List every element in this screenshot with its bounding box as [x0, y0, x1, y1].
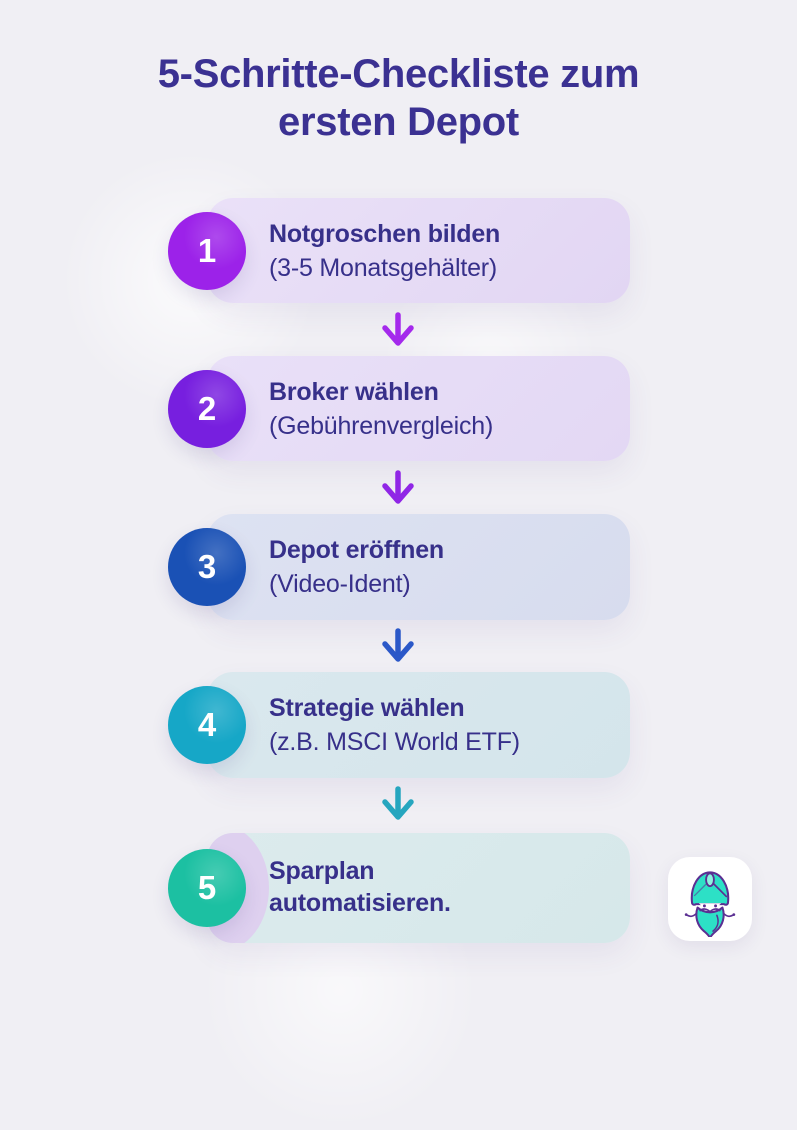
guru-logo: [668, 857, 752, 941]
step-number-badge: 5: [168, 849, 246, 927]
step-subtitle: (3-5 Monatsgehälter): [269, 253, 498, 282]
step-row-4: Strategie wählen (z.B. MSCI World ETF) 4: [168, 672, 630, 778]
guru-illustration: [684, 871, 736, 937]
step-number: 2: [197, 389, 217, 427]
step-card: Depot eröffnen (Video-Ident): [207, 514, 630, 620]
step-number-badge: 3: [168, 528, 246, 606]
down-arrow-icon: [378, 628, 418, 666]
step-title: Sparplan automatisieren.: [269, 857, 451, 917]
step-row-3: Depot eröffnen (Video-Ident) 3: [168, 514, 630, 620]
step-card: Sparplan automatisieren.: [207, 833, 630, 943]
page-title: 5-Schritte-Checkliste zum ersten Depot: [157, 52, 640, 144]
step-number-badge: 4: [168, 686, 246, 764]
down-arrow-icon: [378, 312, 418, 350]
step-number-badge: 1: [168, 211, 246, 290]
step-subtitle: (Gebührenvergleich): [269, 411, 494, 440]
step-card: Notgroschen bilden (3-5 Monatsgehälter): [207, 198, 630, 303]
step-number: 5: [197, 869, 217, 906]
step-subtitle: (z.B. MSCI World ETF): [269, 728, 520, 756]
step-card: Strategie wählen (z.B. MSCI World ETF): [207, 672, 630, 778]
step-number: 3: [197, 548, 217, 585]
step-title: Broker wählen: [269, 377, 439, 406]
infographic-poster: 5-Schritte-Checkliste zum ersten Depot N…: [60, 52, 752, 1130]
step-row-1: Notgroschen bilden (3-5 Monatsgehälter) …: [168, 198, 630, 303]
step-card: Broker wählen (Gebührenvergleich): [207, 356, 630, 461]
step-title: Depot eröffnen: [269, 536, 444, 564]
step-title: Notgroschen bilden: [269, 219, 501, 248]
step-subtitle: (Video-Ident): [269, 570, 411, 598]
step-row-5: Sparplan automatisieren. 5: [168, 833, 630, 943]
step-number-badge: 2: [168, 369, 246, 448]
step-number: 1: [197, 231, 217, 269]
down-arrow-icon: [378, 786, 418, 824]
step-title: Strategie wählen: [269, 694, 465, 722]
step-row-2: Broker wählen (Gebührenvergleich) 2: [168, 356, 630, 461]
down-arrow-icon: [378, 470, 418, 508]
step-number: 4: [197, 706, 217, 743]
